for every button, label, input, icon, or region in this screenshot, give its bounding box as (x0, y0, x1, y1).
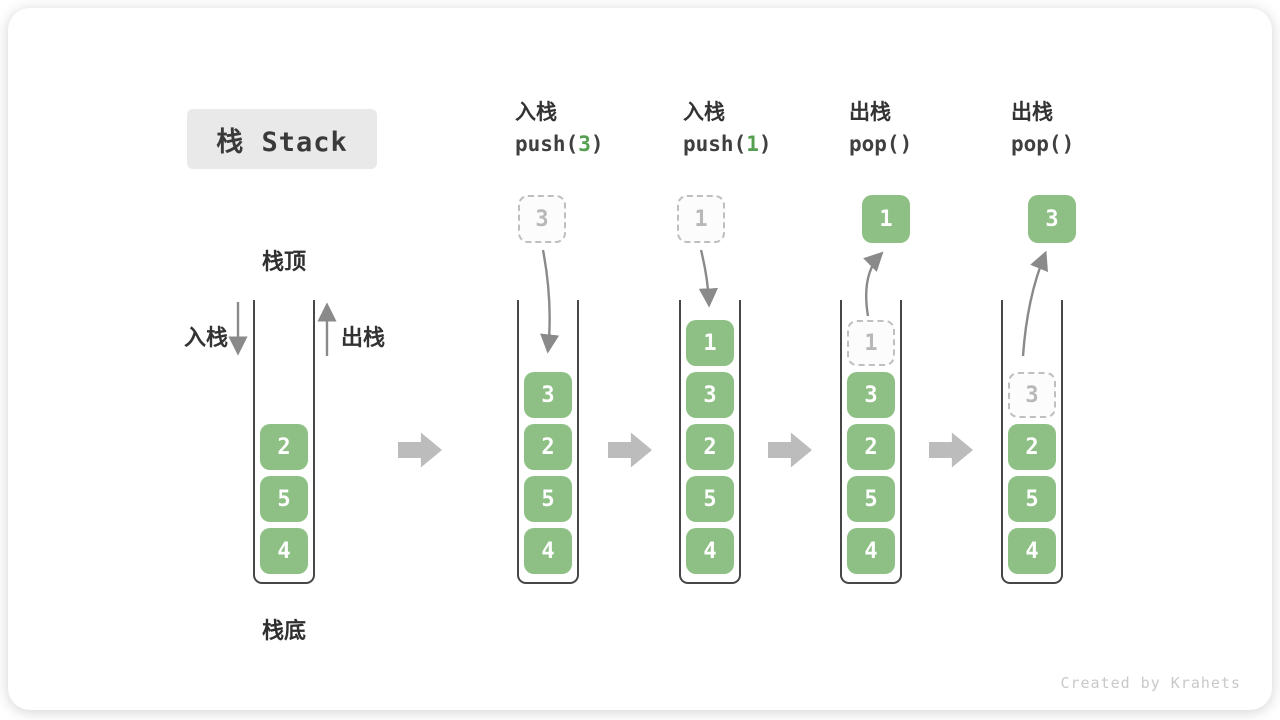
page-title: 栈 Stack (216, 126, 348, 158)
title-box: 栈 Stack (187, 109, 377, 169)
stack-element: 5 (847, 476, 895, 522)
stage-code-label: pop() (849, 132, 913, 156)
stage-action-label: 入栈 (515, 100, 557, 124)
stack-element: 5 (524, 476, 572, 522)
stack-element: 2 (1008, 424, 1056, 470)
stack-container-initial (253, 300, 315, 584)
stack-container-pop-3 (1001, 300, 1063, 584)
stage-action-label: 入栈 (683, 100, 725, 124)
stack-ghost-slot-pop-3: 3 (1008, 372, 1056, 418)
stack-top-label: 栈顶 (261, 250, 306, 275)
stack-bottom-label: 栈底 (261, 619, 306, 644)
stack-element: 5 (260, 476, 308, 522)
stack-container-push-1 (679, 300, 741, 584)
stack-element: 2 (686, 424, 734, 470)
stack-element: 4 (260, 528, 308, 574)
stack-element: 1 (686, 320, 734, 366)
stack-element: 2 (524, 424, 572, 470)
stage-header-pop-1: 出栈 pop() (849, 102, 912, 155)
stage-code-label: push(3) (515, 132, 604, 156)
stack-element: 4 (686, 528, 734, 574)
stage-code-label: pop() (1011, 132, 1075, 156)
floating-value-box-push-1: 1 (677, 195, 725, 243)
push-side-label: 入栈 (183, 326, 228, 351)
stack-element: 4 (1008, 528, 1056, 574)
stack-ghost-slot-pop-1: 1 (847, 320, 895, 366)
stage-header-push-1: 入栈 push(1) (683, 102, 772, 155)
stage-header-push-3: 入栈 push(3) (515, 102, 604, 155)
stack-container-pop-1 (840, 300, 902, 584)
floating-value-box-push-3: 3 (518, 195, 566, 243)
pop-side-label: 出栈 (341, 326, 386, 351)
stage-header-pop-3: 出栈 pop() (1011, 102, 1074, 155)
stack-element: 3 (686, 372, 734, 418)
stack-element: 3 (524, 372, 572, 418)
floating-value-box-pop-1: 1 (862, 195, 910, 243)
stack-element: 3 (847, 372, 895, 418)
stack-element: 2 (260, 424, 308, 470)
stage-action-label: 出栈 (849, 100, 891, 124)
stage-code-label: push(1) (683, 132, 772, 156)
stack-element: 4 (847, 528, 895, 574)
stack-element: 4 (524, 528, 572, 574)
stack-container-push-3 (517, 300, 579, 584)
floating-value-box-pop-3: 3 (1028, 195, 1076, 243)
stage-action-label: 出栈 (1011, 100, 1053, 124)
stack-element: 5 (1008, 476, 1056, 522)
watermark: Created by Krahets (1060, 674, 1241, 692)
stack-element: 2 (847, 424, 895, 470)
stack-element: 5 (686, 476, 734, 522)
